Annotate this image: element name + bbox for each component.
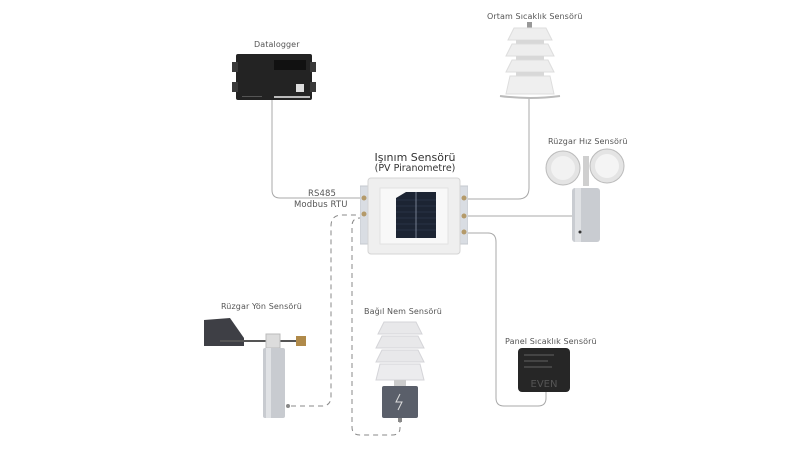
irradiance-sensor-title: Işınım Sensörü [374,151,456,164]
datalogger-device [232,54,316,100]
protocol-modbus: Modbus RTU [294,200,348,210]
panel-temp-brand: EVEN [531,379,558,390]
panel-temp-sensor: EVEN [518,348,570,392]
irradiance-sensor-subtitle: (PV Piranometre) [374,163,456,174]
wind-speed-label: Rüzgar Hız Sensörü [548,137,628,146]
wind-speed-sensor [545,148,625,242]
datalogger-label: Datalogger [254,40,300,49]
ambient-temp-sensor [499,22,561,99]
panel-temp-label: Panel Sıcaklık Sensörü [505,337,597,346]
wire-datalogger [271,100,368,199]
humidity-sensor [375,321,425,422]
wire-wind-direction [291,214,368,407]
wire-panel-temp [462,232,547,407]
wind-direction-sensor [204,318,306,418]
wind-direction-label: Rüzgar Yön Sensörü [221,302,302,311]
wire-humidity [351,217,401,436]
irradiance-sensor-device [360,177,468,255]
wire-ambient-temp [462,98,530,200]
humidity-label: Bağıl Nem Sensörü [364,307,442,316]
ambient-temp-label: Ortam Sıcaklık Sensörü [487,12,583,21]
protocol-rs485: RS485 [308,189,337,199]
